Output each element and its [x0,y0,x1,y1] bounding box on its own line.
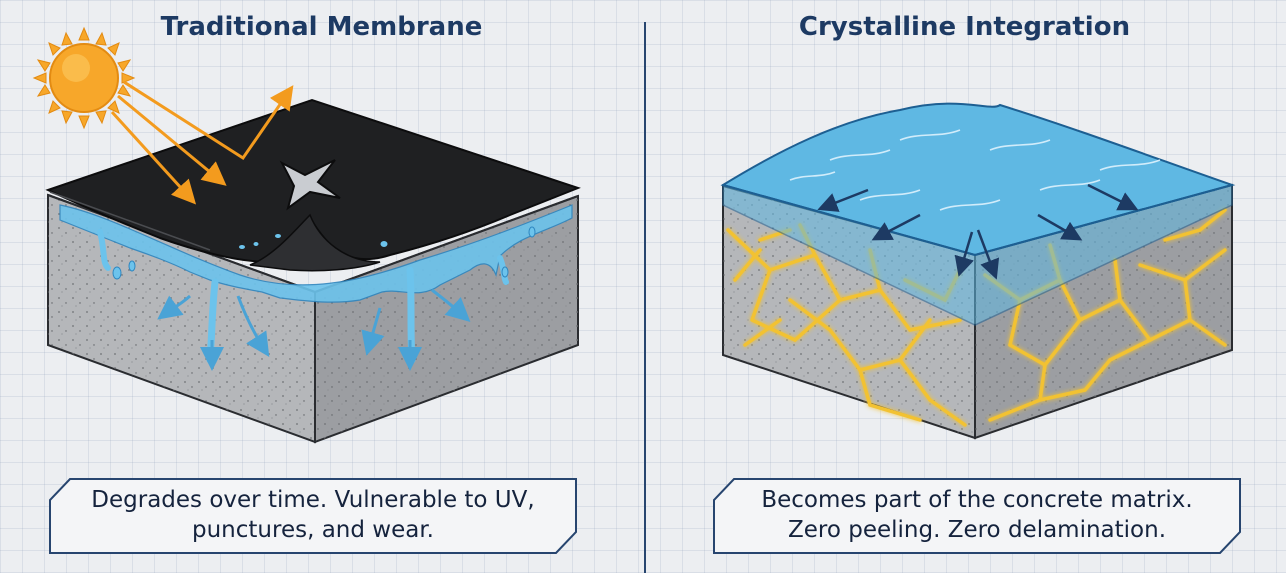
crystalline-illustration [720,102,1236,440]
penetration-arrow-icon [817,183,1139,280]
left-panel-caption: Degrades over time. Vulnerable to UV, pu… [48,478,578,554]
water-flow-arrow-icon [157,288,471,371]
uv-ray-arrow-icon [110,80,294,205]
puncture-icon [279,159,341,211]
right-panel-caption: Becomes part of the concrete matrix. Zer… [712,478,1242,554]
right-caption-text: Becomes part of the concrete matrix. Zer… [761,487,1193,543]
left-panel-title: Traditional Membrane [160,12,483,42]
right-panel-title: Crystalline Integration [798,12,1131,42]
sun-icon [32,26,136,130]
panel-divider [644,22,646,573]
left-caption-text: Degrades over time. Vulnerable to UV, pu… [91,487,535,543]
